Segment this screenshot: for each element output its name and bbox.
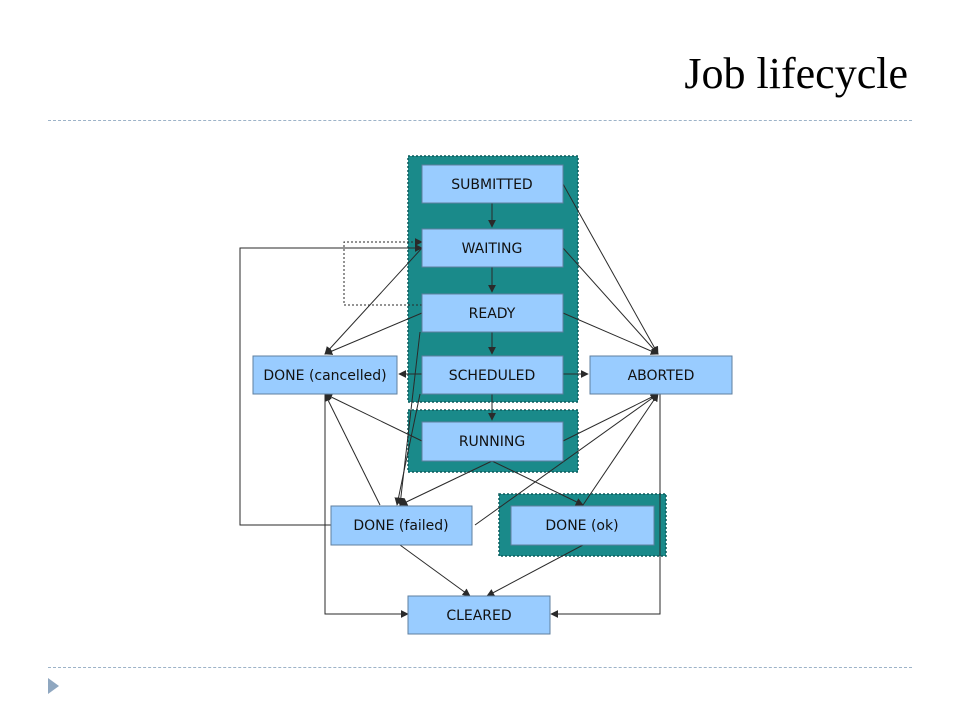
label-submitted: SUBMITTED [451, 177, 532, 193]
node-scheduled [421, 355, 564, 395]
bottom-divider [48, 667, 912, 668]
edge-failed-cancelled [324, 393, 381, 506]
edge-aborted-cleared [550, 394, 661, 618]
transitions [239, 183, 661, 618]
slide-nav-arrow-icon[interactable] [48, 678, 59, 694]
label-scheduled: SCHEDULED [449, 368, 536, 384]
label-done-cancelled: DONE (cancelled) [263, 368, 386, 384]
edge-ready-cancelled [324, 312, 423, 355]
edge-ready-waiting-dotted [343, 238, 423, 306]
edge-cancelled-cleared [324, 394, 409, 618]
edge-submitted-aborted [562, 183, 659, 355]
edge-waiting-cancelled [324, 247, 423, 355]
node-submitted [421, 164, 564, 204]
node-running [421, 421, 564, 462]
node-ready [421, 293, 564, 333]
label-done-failed: DONE (failed) [353, 518, 448, 534]
label-ready: READY [469, 306, 516, 322]
label-done-ok: DONE (ok) [545, 518, 618, 534]
label-running: RUNNING [459, 434, 525, 450]
label-waiting: WAITING [462, 241, 523, 257]
edge-running-ok [491, 460, 584, 506]
edge-running-failed [399, 460, 493, 506]
top-divider [48, 120, 912, 121]
edge-failed-aborted [474, 393, 659, 526]
label-cleared: CLEARED [446, 608, 511, 624]
node-done-failed [330, 505, 473, 546]
edge-ready-aborted [562, 312, 659, 355]
edge-ready-failed [396, 331, 421, 506]
node-cleared [407, 595, 551, 635]
edge-failed-waiting-loop [239, 244, 423, 526]
node-aborted [589, 355, 733, 395]
edge-ok-aborted [582, 393, 659, 506]
edge-running-cancelled [324, 393, 423, 442]
edge-running-aborted [562, 393, 659, 442]
node-done-ok [510, 505, 655, 546]
node-done-cancelled [252, 355, 398, 395]
state-nodes [252, 164, 733, 635]
node-waiting [421, 228, 564, 268]
edge-ok-cleared [486, 544, 584, 597]
edge-scheduled-failed [394, 393, 421, 506]
slide-title: Job lifecycle [684, 49, 908, 98]
label-aborted: ABORTED [628, 368, 695, 384]
edge-failed-cleared [399, 544, 471, 597]
edge-waiting-aborted [562, 247, 659, 355]
